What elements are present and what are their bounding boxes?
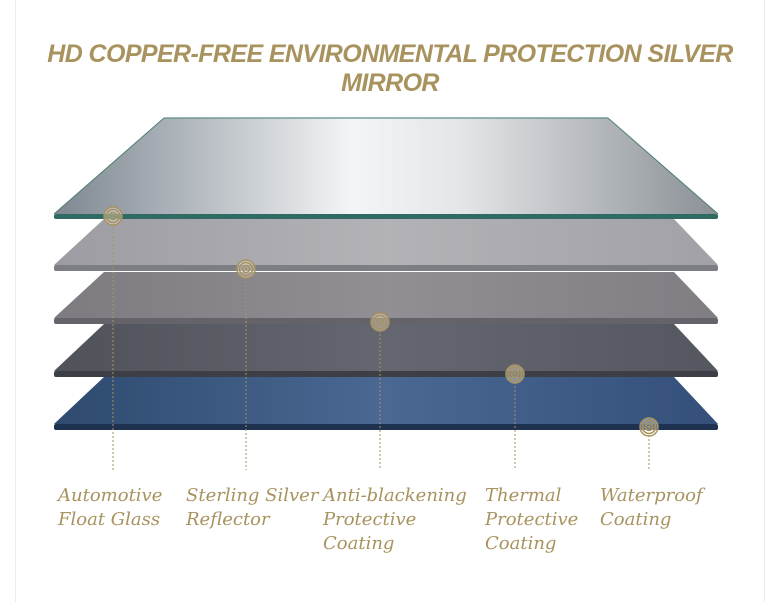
layer-thermal-protective-coating: [54, 324, 718, 377]
page-title: HD COPPER-FREE ENVIRONMENTAL PROTECTION …: [47, 40, 733, 97]
label-waterproof-coating: Waterproof Coating: [600, 485, 703, 530]
layer-sterling-silver-reflector: [54, 219, 718, 271]
label-anti-blackening-coating: Anti-blackening Protective Coating: [323, 485, 467, 554]
layer-waterproof-coating: [54, 377, 718, 430]
page-frame: [15, 0, 765, 602]
layer-anti-blackening-coating: [54, 272, 718, 324]
marker-waterproof-icon: [639, 417, 659, 437]
marker-thermal-icon: [505, 364, 525, 384]
marker-antiblack-icon: [370, 312, 390, 332]
marker-silver-icon: [236, 259, 256, 279]
label-automotive-float-glass: Automotive Float Glass: [58, 485, 163, 530]
layer-automotive-float-glass: [53, 117, 719, 219]
label-sterling-silver-reflector: Sterling Silver Reflector: [186, 485, 319, 530]
marker-glass-icon: [103, 206, 123, 226]
label-thermal-protective-coating: Thermal Protective Coating: [485, 485, 579, 554]
